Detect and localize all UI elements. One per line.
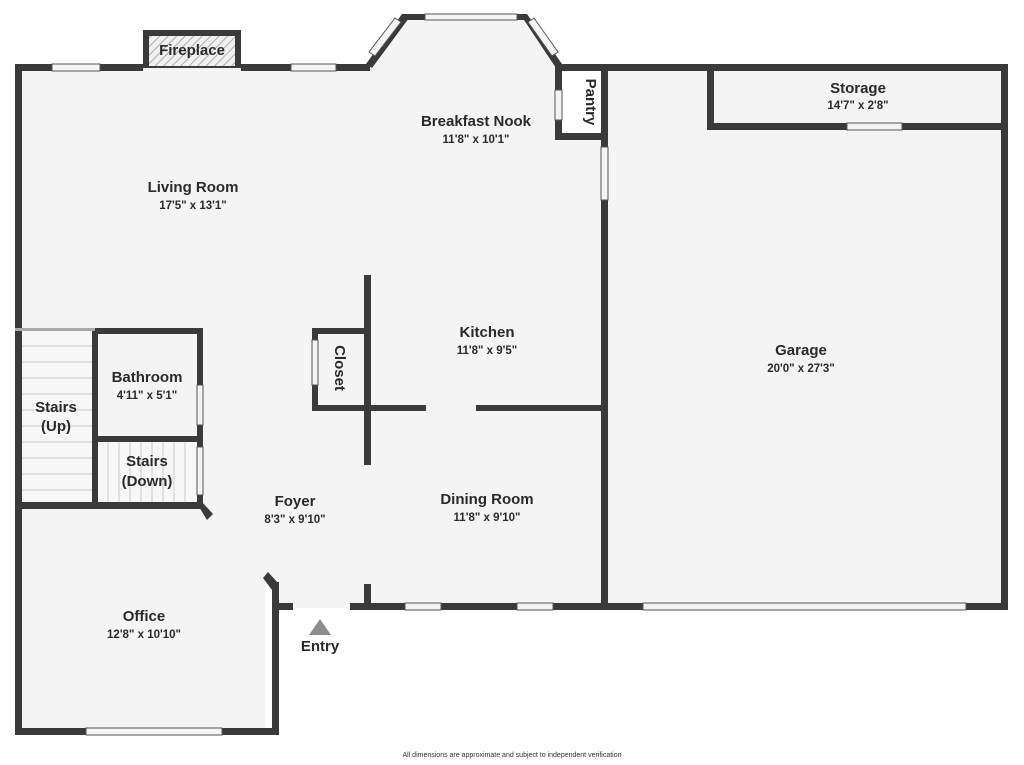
stairs-down-label-sub: (Down)	[122, 473, 173, 490]
storage-label: Storage	[830, 80, 886, 97]
living-room-label: Living Room	[148, 179, 239, 196]
office-dims: 12'8" x 10'10"	[107, 629, 181, 641]
breakfast-nook-label: Breakfast Nook	[421, 113, 532, 130]
kitchen-dims: 11'8" x 9'5"	[457, 345, 518, 357]
windows	[51, 13, 967, 736]
storage-dims: 14'7" x 2'8"	[827, 100, 888, 112]
stairs-up	[22, 330, 92, 504]
bathroom-label: Bathroom	[112, 369, 183, 386]
stairs-down	[97, 442, 197, 504]
closet-label: Closet	[331, 345, 348, 391]
foyer-dims: 8'3" x 9'10"	[264, 514, 325, 526]
stairs-up-label-sub: (Up)	[41, 418, 71, 435]
garage-dims: 20'0" x 27'3"	[767, 363, 835, 375]
dining-room-label: Dining Room	[440, 491, 533, 508]
dining-room-dims: 11'8" x 9'10"	[454, 512, 521, 524]
entry-arrow-icon	[309, 619, 331, 635]
stairs-up-label: Stairs	[35, 399, 77, 416]
fireplace-label: Fireplace	[159, 42, 225, 59]
entry-label: Entry	[301, 638, 340, 655]
kitchen-label: Kitchen	[459, 324, 514, 341]
pantry-label: Pantry	[582, 79, 599, 126]
garage-label: Garage	[775, 342, 827, 359]
bathroom-dims: 4'11" x 5'1"	[117, 390, 178, 402]
stairs-down-label: Stairs	[126, 453, 168, 470]
disclaimer-text: All dimensions are approximate and subje…	[402, 752, 622, 759]
fireplace	[143, 30, 241, 68]
living-room-dims: 17'5" x 13'1"	[159, 200, 227, 212]
office-label: Office	[123, 608, 166, 625]
breakfast-nook-dims: 11'8" x 10'1"	[443, 134, 510, 146]
foyer-label: Foyer	[275, 493, 316, 510]
